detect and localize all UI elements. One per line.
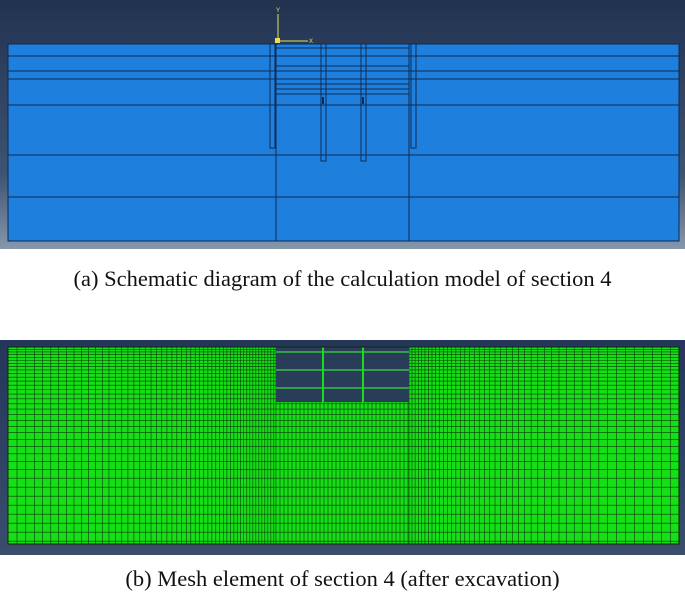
retaining-walls xyxy=(269,43,417,162)
panel-b-mesh xyxy=(0,340,685,555)
axis-triad-x-label: X xyxy=(309,39,313,45)
inner-pile-right xyxy=(360,43,367,162)
excavation-outline xyxy=(275,44,410,148)
pile-ticks xyxy=(322,97,364,104)
schematic-model-canvas: Y X xyxy=(0,0,685,249)
axis-triad-y-label: Y xyxy=(276,8,280,14)
panel-a-schematic-model: Y X xyxy=(0,0,685,249)
pit-piles xyxy=(322,347,364,402)
excavated-pit xyxy=(276,347,409,402)
caption-b: (b) Mesh element of section 4 (after exc… xyxy=(125,566,560,591)
soil-layer-lines xyxy=(8,55,679,198)
internal-struts xyxy=(276,351,409,389)
mesh-border xyxy=(7,346,680,545)
left-diaphragm-wall xyxy=(269,43,276,149)
mesh-canvas xyxy=(0,340,685,555)
soil-domain xyxy=(7,43,680,242)
inner-pile-left xyxy=(320,43,327,162)
right-diaphragm-wall xyxy=(410,43,417,149)
partition-lines xyxy=(275,148,410,241)
caption-a: (a) Schematic diagram of the calculation… xyxy=(73,266,612,291)
axis-triad: Y X xyxy=(275,8,313,45)
